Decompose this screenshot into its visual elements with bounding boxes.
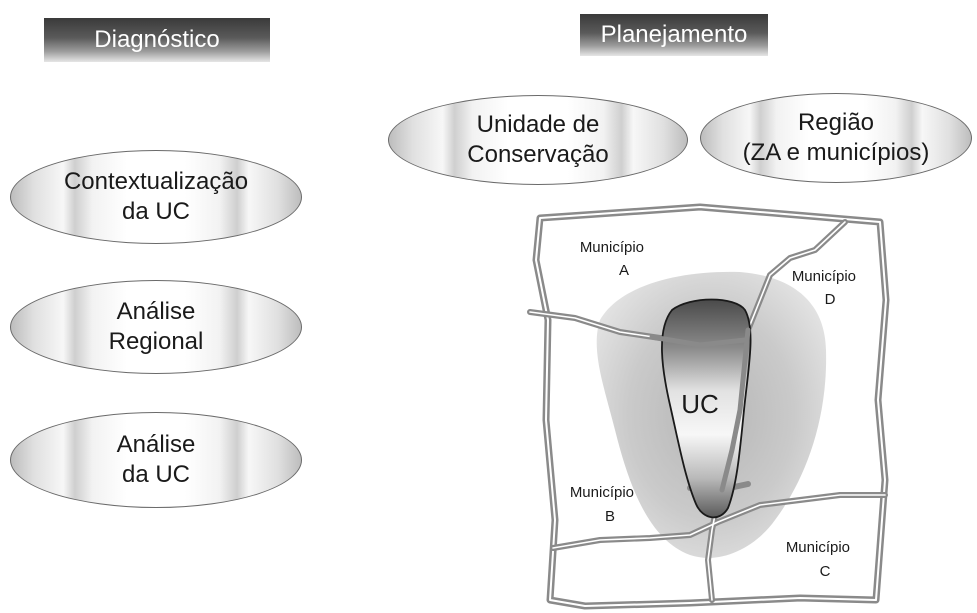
oval-contextualizacao: Contextualização da UC [10,150,302,244]
planejamento-header-label: Planejamento [600,21,748,48]
oval-regiao: Região (ZA e municípios) [700,93,972,183]
municipio-b-label: Município B [570,484,638,525]
oval-analise-regional: Análise Regional [10,280,302,374]
oval-unidade-conservacao-label: Unidade de Conservação [467,111,609,168]
diagnostico-header-label: Diagnóstico [94,26,220,53]
oval-regiao-label: Região (ZA e municípios) [742,109,930,166]
uc-label: UC [681,389,719,419]
planejamento-header: Planejamento [580,14,768,56]
oval-analise-uc-label: Análise da UC [116,431,196,488]
oval-unidade-conservacao: Unidade de Conservação [388,95,688,185]
municipio-d-label: Município D [792,268,860,308]
diagnostico-header: Diagnóstico [44,18,270,62]
region-map: UC Município A Município D Município B M… [527,203,890,610]
municipio-c-label: Município C [786,539,854,580]
oval-analise-regional-label: Análise Regional [108,298,204,355]
oval-analise-uc: Análise da UC [10,412,302,508]
municipio-a-label: Município A [580,239,648,279]
oval-contextualizacao-label: Contextualização da UC [63,168,249,225]
